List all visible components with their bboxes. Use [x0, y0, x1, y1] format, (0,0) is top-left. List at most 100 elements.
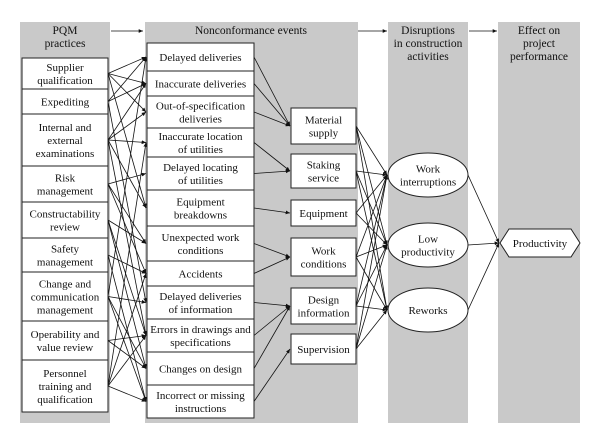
- practice-box: [21, 113, 109, 167]
- category-disruption-arrow: [355, 244, 388, 258]
- disruption-label: Work: [416, 164, 441, 176]
- event-category-arrow: [253, 169, 291, 174]
- practice-event-arrow: [107, 73, 147, 85]
- pqm-header-line: practices: [45, 38, 86, 50]
- event-category-arrow: [253, 305, 291, 369]
- event-category-arrow: [253, 56, 291, 127]
- event-category-arrow: [253, 142, 291, 172]
- event-label: Delayed deliveries: [159, 52, 241, 64]
- event-box: [146, 42, 255, 72]
- practice-box: [21, 88, 109, 115]
- event-box: [146, 225, 255, 262]
- effect-hexagon: [499, 228, 581, 258]
- category-box: [290, 199, 357, 227]
- effect-header-line: performance: [510, 51, 568, 63]
- effect-band: [498, 22, 580, 423]
- effect-header-line: Effect on: [518, 25, 561, 37]
- category-box: [290, 333, 357, 365]
- practice-label: Constructability: [30, 209, 101, 221]
- category-disruption-arrow: [355, 125, 388, 176]
- practice-label: Supplier: [46, 62, 84, 74]
- event-label: specifications: [170, 337, 230, 349]
- event-box: [146, 95, 255, 129]
- category-disruption-arrow: [355, 170, 388, 177]
- practice-event-arrow: [107, 183, 147, 274]
- practice-event-arrow: [107, 219, 147, 369]
- category-disruption-arrow: [355, 174, 388, 258]
- category-box: [290, 287, 357, 325]
- practice-label: management: [37, 186, 93, 198]
- category-label: Work: [311, 246, 336, 258]
- practice-event-arrow: [107, 296, 147, 304]
- event-box: [146, 156, 255, 191]
- category-disruption-arrow: [355, 125, 388, 246]
- event-category-arrow: [253, 207, 291, 215]
- effect-header-line: project: [523, 38, 556, 50]
- disruption-effect-arrow: [467, 174, 500, 244]
- practice-event-arrow: [107, 219, 147, 244]
- event-label: Equipment: [176, 197, 224, 209]
- category-disruption-arrow: [355, 305, 388, 312]
- event-category-arrow: [253, 302, 291, 308]
- event-label: deliveries: [179, 114, 222, 126]
- event-label: of utilities: [178, 144, 223, 156]
- practice-label: qualification: [37, 394, 93, 406]
- event-label: of information: [169, 304, 233, 316]
- practice-event-arrow: [107, 139, 147, 145]
- effect-label: Productivity: [513, 238, 568, 250]
- category-disruption-arrow: [355, 174, 388, 307]
- events-header-line: Nonconformance events: [195, 25, 308, 37]
- category-box: [290, 107, 357, 145]
- event-box: [146, 384, 255, 419]
- disruption-effect-arrow: [467, 242, 500, 311]
- event-label: Errors in drawings and: [150, 324, 251, 336]
- practice-label: communication: [31, 292, 100, 304]
- practice-label: Internal and: [39, 122, 92, 134]
- disruptions-header-line: Disruptions: [401, 25, 455, 37]
- practice-event-arrow: [107, 219, 147, 336]
- practice-event-arrow: [107, 139, 148, 336]
- disruption-label: Low: [418, 234, 438, 246]
- category-disruption-arrow: [355, 244, 388, 350]
- event-category-arrow: [253, 243, 291, 258]
- event-label: Incorrect or missing: [156, 390, 245, 402]
- category-disruption-arrow: [355, 170, 388, 246]
- practice-event-arrow: [107, 296, 147, 402]
- category-disruption-arrow: [355, 256, 388, 311]
- event-label: Delayed deliveries: [159, 291, 241, 303]
- category-disruption-arrow: [355, 244, 388, 307]
- disruption-effect-arrow: [467, 241, 500, 246]
- event-label: Changes on design: [159, 364, 243, 376]
- category-box: [290, 237, 357, 277]
- event-label: Accidents: [179, 269, 223, 281]
- practice-box: [21, 359, 109, 413]
- event-category-arrow: [253, 256, 291, 274]
- category-box: [290, 153, 357, 189]
- event-box: [146, 260, 255, 287]
- practice-box: [21, 271, 109, 322]
- category-disruption-arrow: [355, 174, 388, 214]
- practice-event-arrow: [107, 183, 147, 244]
- practice-event-arrow: [107, 142, 148, 387]
- event-box: [146, 351, 255, 386]
- event-label: Out-of-specification: [156, 101, 246, 113]
- disruptions-header-line: in construction: [394, 38, 463, 50]
- practice-event-arrow: [107, 296, 147, 369]
- practice-event-arrow: [107, 273, 147, 387]
- event-box: [146, 285, 255, 320]
- disruptions-header-line: activities: [407, 51, 449, 63]
- category-label: service: [308, 173, 339, 185]
- practice-label: value review: [37, 342, 94, 354]
- category-label: supply: [309, 128, 339, 140]
- category-label: Material: [305, 115, 342, 127]
- practice-label: Risk: [55, 173, 76, 185]
- practice-label: Personnel: [43, 368, 86, 380]
- category-disruption-arrow: [355, 212, 388, 246]
- event-label: Inaccurate deliveries: [155, 79, 246, 91]
- practice-event-arrow: [107, 111, 147, 141]
- disruption-ellipse: [387, 152, 469, 198]
- event-category-arrow: [253, 348, 291, 402]
- event-box: [146, 127, 255, 158]
- category-label: Supervision: [297, 344, 350, 356]
- practice-label: qualification: [37, 75, 93, 87]
